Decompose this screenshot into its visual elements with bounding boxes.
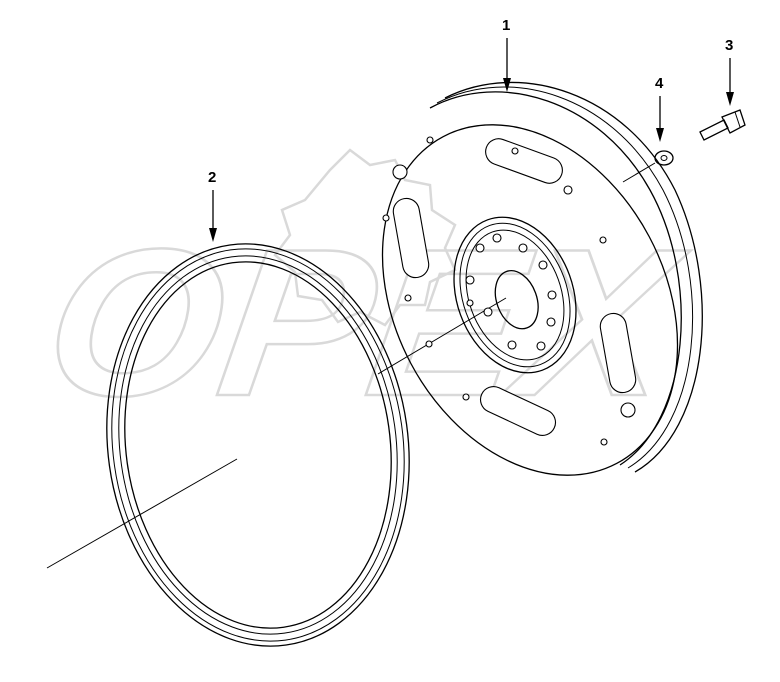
slot-hole (479, 386, 557, 436)
callout-3: 3 (725, 37, 734, 106)
slot-hole (485, 138, 563, 184)
watermark: OPEX (32, 148, 699, 441)
watermark-text: OPEX (33, 205, 698, 440)
callout-label-1: 1 (502, 17, 510, 34)
flexplate (381, 81, 703, 476)
callout-1: 1 (502, 17, 511, 92)
callout-label-3: 3 (725, 37, 733, 54)
bolt (699, 109, 746, 141)
callout-4: 4 (655, 75, 664, 142)
washer (654, 150, 674, 166)
callout-label-2: 2 (208, 169, 216, 186)
centerline (46, 458, 238, 569)
callout-label-4: 4 (655, 75, 664, 92)
callout-2: 2 (208, 169, 217, 242)
slot-hole (599, 312, 637, 394)
slot-hole (392, 197, 430, 279)
ring-gear (106, 243, 410, 647)
